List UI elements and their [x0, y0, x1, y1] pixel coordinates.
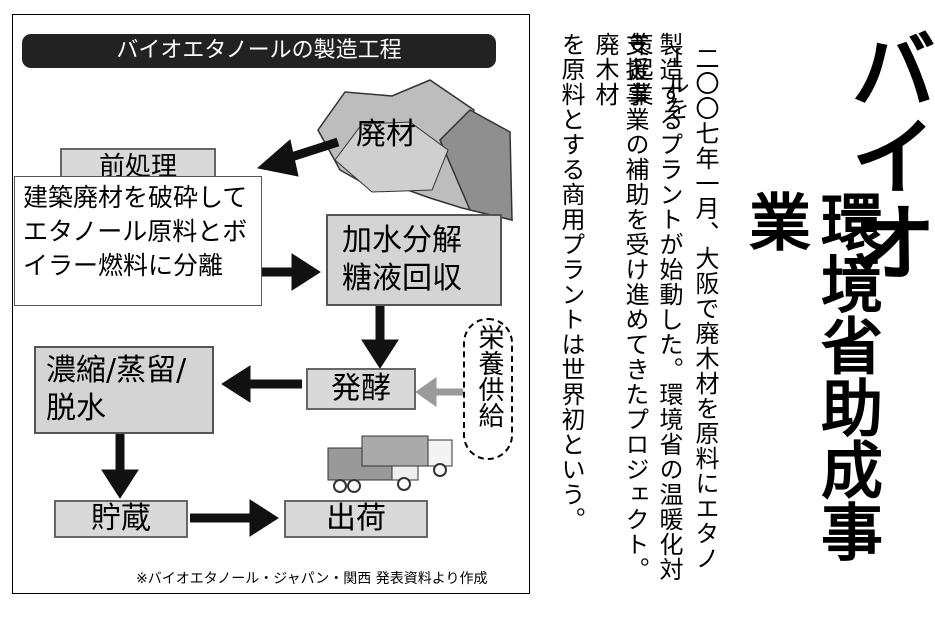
concentrate-line: 濃縮/蒸留/: [46, 353, 187, 388]
waste-pile-icon: [317, 79, 513, 221]
hydrolysis-line: 糖液回収: [342, 261, 462, 296]
ship-box: 出荷: [284, 500, 428, 538]
arrow-hydrolysis-to-ferment: [361, 306, 399, 369]
arrow-storage-to-ship: [190, 499, 279, 537]
diagram-footnote: ※バイオエタノール・ジャパン・関西 発表資料より作成: [136, 571, 488, 587]
hydrolysis-box: 加水分解 糖液回収: [326, 214, 502, 306]
arrow-preprocess-to-hydrolysis: [262, 253, 321, 291]
concentrate-box: 濃縮/蒸留/ 脱水: [34, 346, 214, 434]
arrow-nutrient-to-ferment: [415, 377, 464, 407]
waste-label: 廃材: [356, 117, 416, 152]
hydrolysis-line: 加水分解: [342, 223, 462, 258]
article-body-column: 製造するプラントが始動した。環境省の温暖化対策起業: [625, 32, 683, 582]
preprocess-desc-line: 建築廃材を破砕して: [23, 183, 248, 212]
diagram-title: バイオエタノールの製造工程: [22, 34, 496, 68]
diagram-graphics: [101, 79, 513, 537]
article-headline: 建設廃材からバイオ: [835, 26, 935, 542]
preprocess-desc-line: エタノール原料とボ: [23, 217, 248, 246]
preprocess-desc-line: イラー燃料に分離: [23, 251, 224, 280]
preprocess-description: 建築廃材を破砕して エタノール原料とボ イラー燃料に分離: [14, 176, 262, 306]
storage-box: 貯蔵: [54, 500, 188, 538]
arrow-waste-to-preprocess: [256, 137, 340, 177]
article-body-column: を原料とする商用プラントは世界初という。: [557, 32, 585, 532]
concentrate-line: 脱水: [46, 391, 106, 426]
article-subheadline: 環境省助成事業: [738, 190, 883, 562]
nutrient-oval: [463, 318, 513, 460]
article-body-column: 二〇〇七年一月、大阪で廃木材を原料にエタノールを: [661, 46, 719, 571]
truck-icon: [327, 435, 453, 493]
article-body-column: 支援事業の補助を受け進めてきたプロジェクト。廃木材: [591, 32, 649, 582]
nutrient-label: 栄養供給: [474, 324, 504, 428]
ferment-box: 発酵: [306, 368, 416, 410]
arrow-ferment-to-concentrate: [221, 365, 302, 403]
arrow-concentrate-to-storage: [101, 434, 139, 499]
